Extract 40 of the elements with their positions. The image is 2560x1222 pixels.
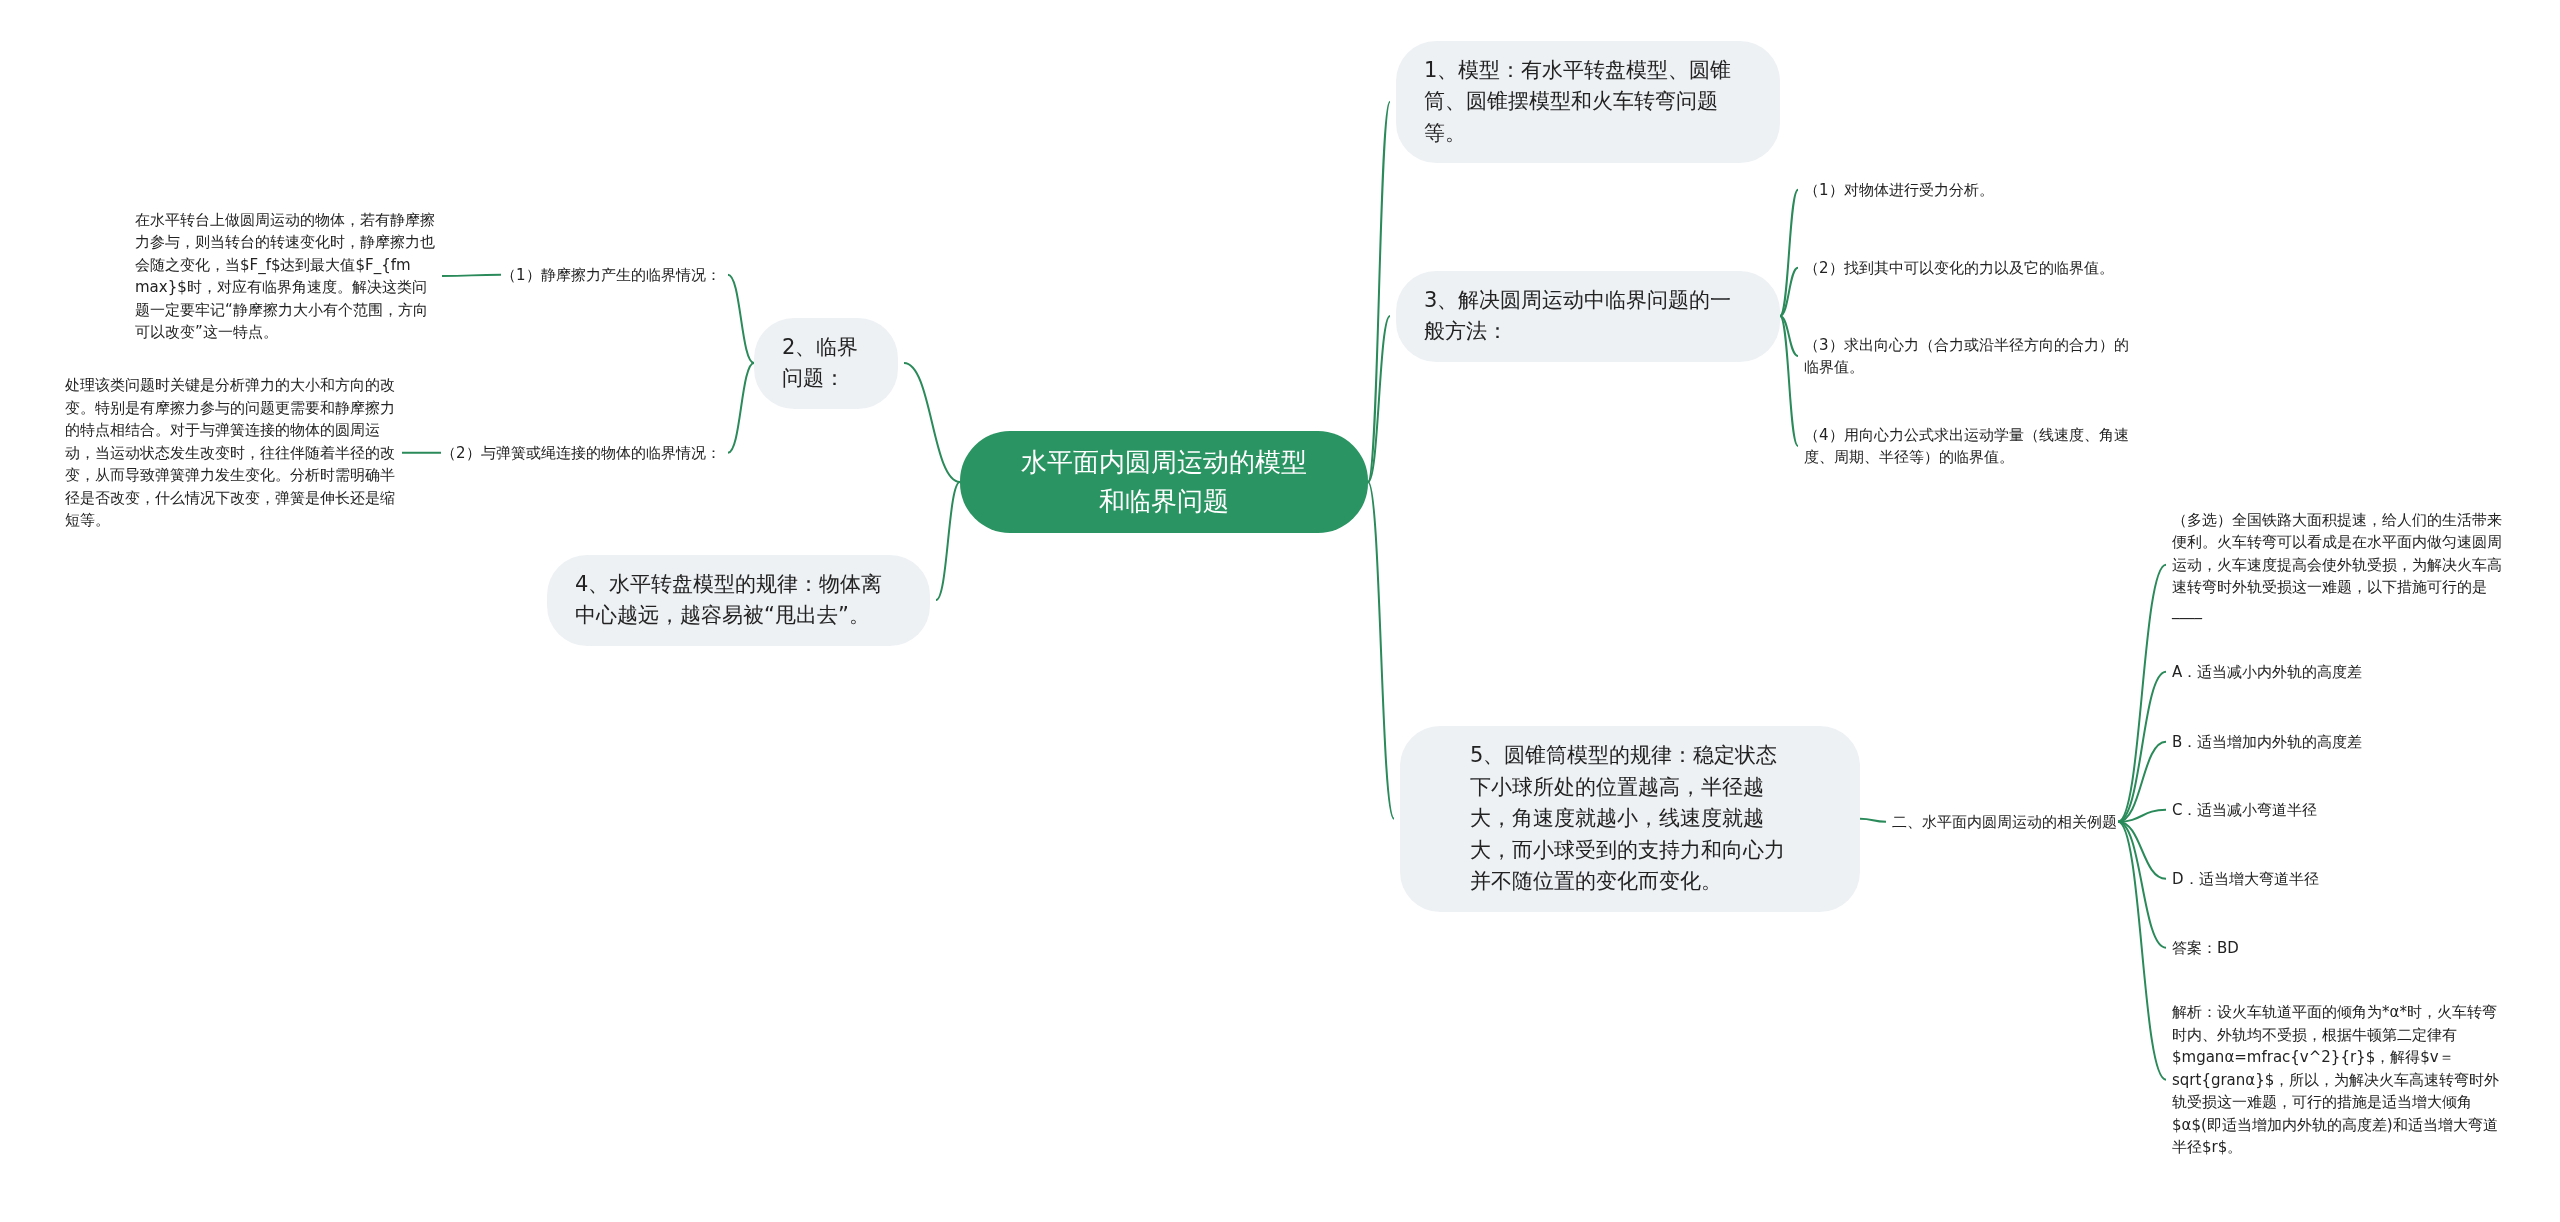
connector-line (1859, 817, 1887, 823)
branch-text: D．适当增大弯道半径 (2172, 865, 2320, 892)
connector-line (1367, 481, 1395, 820)
branch-text: （2）找到其中可以变化的力以及它的临界值。 (1804, 254, 2115, 281)
branch-text: 处理该类问题时关键是分析弹力的大小和方向的改变。特别是有摩擦力参与的问题更需要和静摩擦力的特点相结合。对于与弹簧连接的物体的圆周运动，当运动状态发生改变时，往往伴随着半径的改变，从而导致弹簧弹力发生变化。分析时需明确半径是否改变，什么情况下改变，弹簧是伸长还是缩短等。 (65, 372, 396, 534)
branch-text: A．适当减小内外轨的高度差 (2172, 658, 2364, 685)
branch-text: B．适当增加内外轨的高度差 (2172, 728, 2364, 755)
connector-line (1367, 100, 1391, 483)
connector-line (401, 451, 442, 454)
connector-line (2117, 740, 2167, 823)
connector-line (1779, 266, 1799, 317)
branch-box: 1、模型：有水平转盘模型、圆锥筒、圆锥摆模型和火车转弯问题等。 (1396, 40, 1780, 163)
branch-box: 4、水平转盘模型的规律：物体离中心越远，越容易被“甩出去”。 (547, 554, 930, 646)
branch-text: （4）用向心力公式求出运动学量（线速度、角速度、周期、半径等）的临界值。 (1804, 421, 2130, 471)
connector-line (1367, 315, 1391, 483)
branch-text: C．适当减小弯道半径 (2172, 796, 2319, 823)
connector-line (2117, 820, 2167, 1081)
topic-box: 水平面内圆周运动的模型和临界问题 (960, 431, 1368, 533)
branch-text: 二、水平面内圆周运动的相关例题 (1892, 808, 2118, 835)
branch-text: （1）静摩擦力产生的临界情况： (501, 261, 722, 288)
branch-text: 在水平转台上做圆周运动的物体，若有静摩擦力参与，则当转台的转速变化时，静摩擦力也会随之变化，当$F_f$达到最大值$F_{fm max}$时，对应有临界角速度。解决这类问题一定要牢记“静摩擦力大小有个范围，方向可以改变”这一特点。 (135, 206, 436, 346)
branch-text: 解析：设火车轨道平面的倾角为*α*时，火车转弯时内、外轨均不受损，根据牛顿第二定律有$mganα=mfrac{v^2}{r}$，解得$v＝sqrt{granα}$，所以，为解决火车高速转弯时外轨受损这一难题，可行的措施是适当增大倾角$α$(即适当增加内外轨的高度差)和适当增大弯道半径$r$。 (2172, 999, 2501, 1161)
branch-text: （多选）全国铁路大面积提速，给人们的生活带来便利。火车转弯可以看成是在水平面内做匀速圆周运动，火车速度提高会使外轨受损，为解决火车高速转弯时外轨受损这一难题，以下措施可行的是____ (2172, 506, 2503, 623)
connector-line (903, 362, 961, 483)
connector-line (727, 273, 755, 364)
branch-box: 2、临界问题： (754, 317, 898, 409)
connector-line (1779, 315, 1799, 357)
connector-line (727, 362, 755, 454)
branch-text: （2）与弹簧或绳连接的物体的临界情况： (441, 439, 722, 466)
branch-text: 答案：BD (2172, 934, 2240, 961)
branch-box: 5、圆锥筒模型的规律：稳定状态下小球所处的位置越高，半径越大，角速度就越小，线速度就越大，而小球受到的支持力和向心力并不随位置的变化而变化。 (1400, 726, 1860, 912)
connector-line (2117, 563, 2167, 823)
connector-line (2117, 820, 2167, 949)
branch-text: （3）求出向心力（合力或沿半径方向的合力）的临界值。 (1804, 331, 2130, 381)
branch-text: （1）对物体进行受力分析。 (1804, 176, 1995, 203)
connector-line (1779, 188, 1799, 317)
connector-line (1779, 315, 1799, 447)
connector-line (441, 273, 502, 277)
connector-line (935, 481, 961, 601)
branch-box: 3、解决圆周运动中临界问题的一般方法： (1396, 270, 1780, 362)
